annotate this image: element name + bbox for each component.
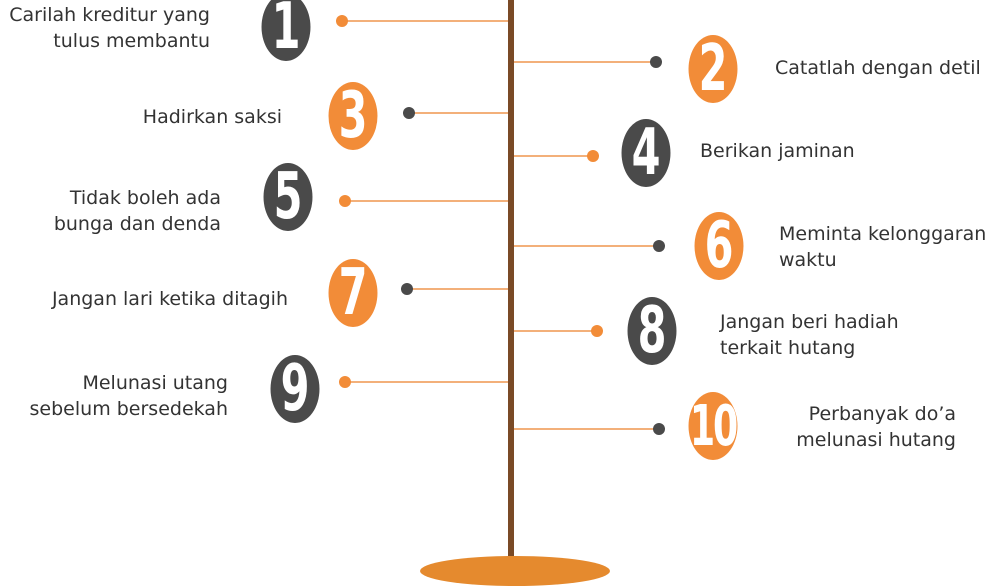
connector-dot-8 — [591, 325, 603, 337]
connector-dot-9 — [339, 376, 351, 388]
step-label-1: Carilah kreditur yang tulus membantu — [0, 2, 210, 54]
connector-dot-4 — [587, 150, 599, 162]
step-label-line: sebelum bersedekah — [29, 398, 228, 420]
connector-line-3 — [409, 112, 508, 114]
step-label-line: Jangan lari ketika ditagih — [51, 288, 288, 310]
step-number-badge-1: 1 — [261, 0, 311, 64]
step-label-line: Carilah kreditur yang — [9, 4, 210, 26]
step-label-line: bunga dan denda — [53, 213, 221, 235]
connector-line-2 — [514, 61, 656, 63]
connector-line-4 — [514, 155, 593, 157]
step-number-badge-9: 9 — [270, 352, 320, 426]
step-label-line: Jangan beri hadiah — [720, 311, 899, 333]
step-number-badge-6: 6 — [694, 209, 744, 283]
step-label-line: Hadirkan saksi — [142, 106, 282, 128]
step-label-line: waktu — [779, 249, 837, 271]
step-label-4: Berikan jaminan — [700, 138, 900, 164]
step-label-line: Melunasi utang — [82, 372, 228, 394]
step-label-8: Jangan beri hadiah terkait hutang — [720, 309, 940, 361]
connector-dot-6 — [653, 240, 665, 252]
step-number-badge-4: 4 — [621, 116, 671, 190]
connector-dot-1 — [336, 15, 348, 27]
step-label-10: Perbanyak do’a melunasi hutang — [760, 401, 956, 453]
connector-line-10 — [514, 428, 659, 430]
step-label-9: Melunasi utang sebelum bersedekah — [0, 370, 228, 422]
connector-line-1 — [342, 20, 508, 22]
connector-line-5 — [345, 200, 508, 202]
connector-dot-7 — [401, 283, 413, 295]
step-label-line: tulus membantu — [53, 30, 210, 52]
connector-line-7 — [407, 288, 508, 290]
step-number-badge-5: 5 — [263, 160, 313, 234]
step-label-7: Jangan lari ketika ditagih — [0, 286, 288, 312]
step-label-line: Catatlah dengan detil — [775, 57, 981, 79]
step-label-6: Meminta kelonggaran waktu — [779, 221, 1000, 273]
step-label-3: Hadirkan saksi — [100, 104, 282, 130]
step-label-line: Tidak boleh ada — [69, 187, 221, 209]
step-label-line: Meminta kelonggaran — [779, 223, 987, 245]
step-number-badge-8: 8 — [627, 294, 677, 368]
tree-trunk — [508, 0, 514, 563]
step-number-badge-3: 3 — [328, 79, 378, 153]
step-label-line: Berikan jaminan — [700, 140, 855, 162]
connector-dot-3 — [403, 107, 415, 119]
step-number-badge-10: 10 — [688, 392, 738, 460]
connector-line-8 — [514, 330, 597, 332]
step-label-5: Tidak boleh ada bunga dan denda — [10, 185, 221, 237]
connector-line-9 — [345, 381, 508, 383]
connector-line-6 — [514, 245, 659, 247]
step-label-2: Catatlah dengan detil — [775, 55, 1000, 81]
step-label-line: Perbanyak do’a — [808, 403, 956, 425]
connector-dot-2 — [650, 56, 662, 68]
step-number-badge-7: 7 — [328, 256, 378, 330]
tree-ground — [420, 556, 610, 586]
step-number-badge-2: 2 — [688, 32, 738, 106]
step-label-line: melunasi hutang — [796, 429, 956, 451]
connector-dot-5 — [339, 195, 351, 207]
connector-dot-10 — [653, 423, 665, 435]
step-label-line: terkait hutang — [720, 337, 856, 359]
